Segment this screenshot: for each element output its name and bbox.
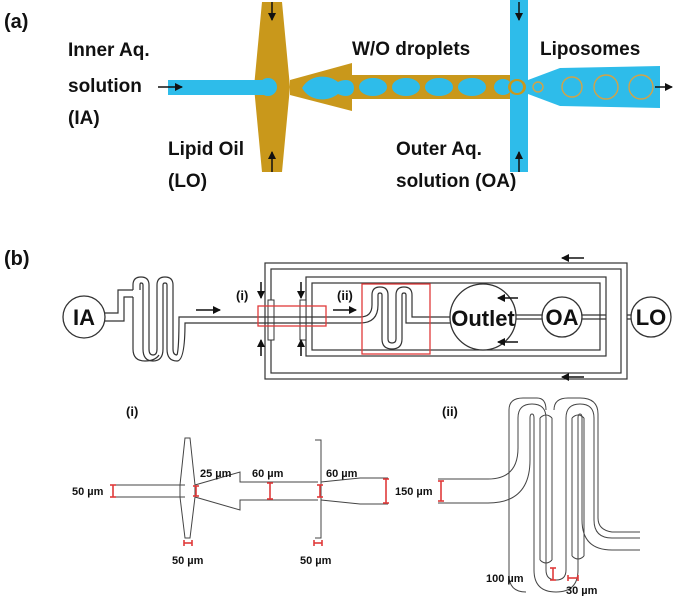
panel-a-tag: (a) <box>4 11 28 33</box>
liposome <box>593 74 619 100</box>
lo-label-line1: Lipid Oil <box>168 139 244 160</box>
wo-droplet <box>302 76 354 100</box>
outlet-port-label: Outlet <box>451 306 515 331</box>
zoom-box-ii <box>361 283 431 355</box>
ia-port <box>62 295 106 339</box>
dim-gap: 30 µm <box>566 585 598 596</box>
wo-droplet <box>392 78 420 96</box>
panel-b-tag: (b) <box>4 248 30 270</box>
zoom-label-i: (i) <box>236 288 248 303</box>
ia-label-line3: (IA) <box>68 108 100 129</box>
dim-side1: 50 µm <box>172 555 204 567</box>
oa-label-line1: Outer Aq. <box>396 139 482 160</box>
dim-channel: 60 µm <box>252 468 284 480</box>
dim-junction2: 60 µm <box>326 468 358 480</box>
liposomes-label: Liposomes <box>540 39 640 60</box>
detail-ii-tag: (ii) <box>442 404 458 419</box>
zoom-label-ii: (ii) <box>337 288 353 303</box>
oa-label-line2: solution (OA) <box>396 171 516 192</box>
lo-port-label: LO <box>636 305 667 330</box>
wo-droplets-label: W/O droplets <box>352 39 470 60</box>
liposome <box>532 81 544 93</box>
detail-i: (i) 50 µm 25 µm 60 µm 60 µm 150 µ <box>72 404 433 567</box>
wo-droplet <box>359 78 387 96</box>
dim-inlet: 50 µm <box>72 486 104 498</box>
detail-ii: (ii) 100 µm 30 µm <box>438 397 640 596</box>
wo-droplet <box>494 79 512 95</box>
dim-side2: 50 µm <box>300 555 332 567</box>
lo-port <box>630 296 672 338</box>
lo-label-line2: (LO) <box>168 171 207 192</box>
detail-i-tag: (i) <box>126 404 138 419</box>
liposome <box>561 76 583 98</box>
serpentine-ii <box>359 286 450 350</box>
wo-droplet <box>458 78 486 96</box>
dim-outlet: 150 µm <box>395 486 433 498</box>
lo-outer-channel <box>264 262 628 380</box>
ia-label-line1: Inner Aq. <box>68 40 150 61</box>
zoom-box-i <box>257 305 327 327</box>
serpentine-mixer <box>132 276 258 362</box>
panel-b: (b) IA Outlet <box>4 248 672 381</box>
oa-port-label: OA <box>546 305 579 330</box>
dim-width: 100 µm <box>486 573 524 585</box>
panel-a: (a) I <box>4 0 673 192</box>
ia-port-label: IA <box>73 305 95 330</box>
liposome <box>628 74 654 100</box>
oa-port <box>541 296 583 338</box>
dim-junction: 25 µm <box>200 468 232 480</box>
ia-label-line2: solution <box>68 76 142 97</box>
wo-droplet <box>425 78 453 96</box>
